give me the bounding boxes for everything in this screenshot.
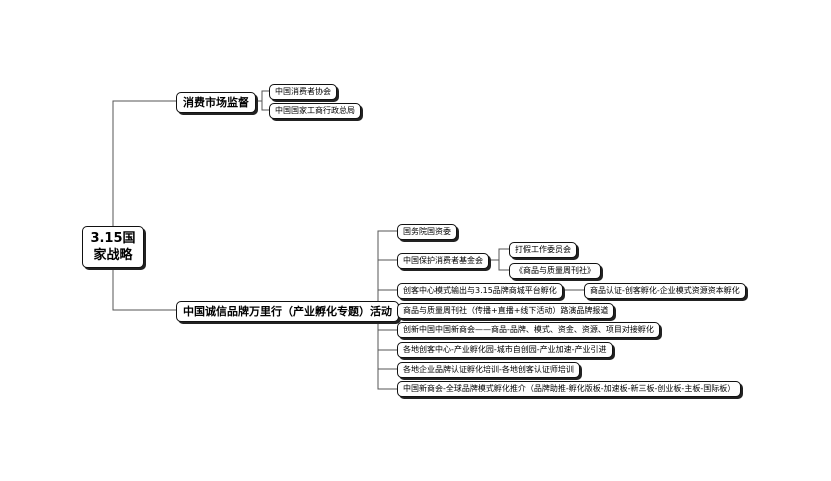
node-maker-centers-industry-parks: 各地创客中心-产业孵化园-城市自创园-产业加速-产业引进 — [397, 342, 613, 358]
connector-root-branch1 — [112, 100, 176, 226]
root-label-line2: 家战略 — [93, 248, 133, 263]
connector-fund-c1 — [490, 248, 509, 261]
connector-fund-c2 — [498, 260, 509, 271]
connector-b1-c1 — [251, 90, 269, 102]
node-sasac: 国务院国资委 — [397, 224, 457, 240]
connector-b2-top — [377, 230, 397, 310]
node-anti-counterfeit-committee: 打假工作委员会 — [509, 242, 577, 258]
connector-root-branch2 — [112, 268, 176, 311]
node-weekly-roadshow-report: 商品与质量周刊社（传播+直播+线下活动）路演品牌报道 — [397, 303, 615, 319]
node-global-brand-incubation: 中国新商会-全球品牌模式孵化推介（品牌助推-孵化版板-加速板-新三板-创业板-主… — [397, 381, 742, 397]
node-quality-weekly-press: 《商品与质量周刊社》 — [509, 263, 601, 279]
root-node: 3.15国 家战略 — [82, 226, 144, 268]
node-china-consumers-association: 中国消费者协会 — [269, 84, 337, 100]
node-new-chamber-matching: 创新中国中国新商会——商品-品牌、模式、资金、资源、项目对接孵化 — [397, 322, 660, 338]
node-state-administration-industry-commerce: 中国国家工商行政总局 — [269, 103, 361, 119]
node-consumer-protection-fund: 中国保护消费者基金会 — [397, 253, 489, 269]
branch-consumer-market-supervision: 消费市场监督 — [176, 92, 256, 113]
node-brand-certification-training: 各地企业品牌认证孵化培训-各地创客认证师培训 — [397, 362, 580, 378]
root-label-line1: 3.15国 — [90, 231, 136, 246]
node-product-certification-incubation: 商品认证-创客孵化-企业模式资源资本孵化 — [584, 283, 746, 299]
connector-b2-bottom — [377, 310, 397, 390]
connector-b1-c2 — [261, 101, 269, 111]
node-maker-center-model: 创客中心模式输出与3.15品牌商城平台孵化 — [397, 283, 563, 299]
branch-integrity-brand-tour: 中国诚信品牌万里行（产业孵化专题）活动 — [176, 301, 399, 322]
